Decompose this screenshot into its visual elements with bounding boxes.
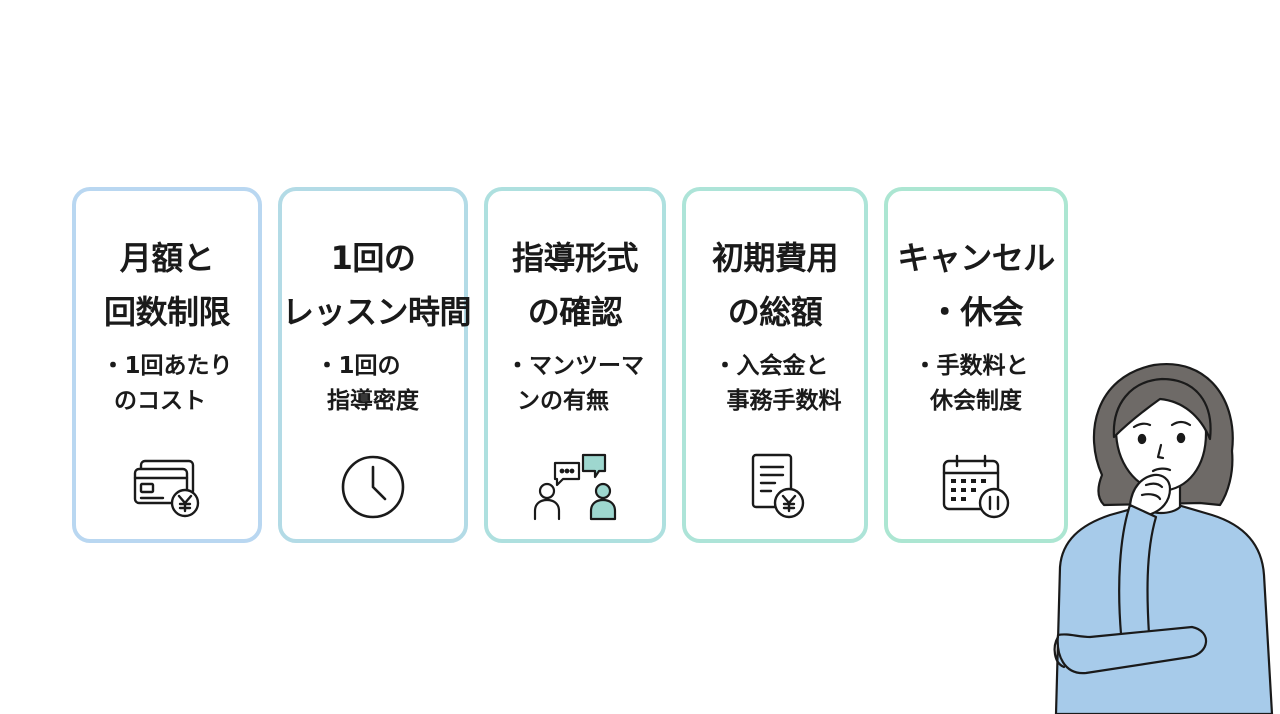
card-bullet: ・1回の 指導密度 — [315, 353, 419, 414]
card-bullet: ・マンツーマ ンの有無 — [506, 353, 644, 414]
credit-card-yen-icon — [131, 453, 203, 521]
card-title: 初期費用 の総額 — [711, 239, 839, 331]
calendar-pause-icon — [940, 453, 1012, 521]
clock-icon — [337, 453, 409, 521]
card-title: 指導形式 の確認 — [511, 239, 639, 331]
card-bullet: ・1回あたり のコスト — [101, 353, 233, 414]
card-title: 1回の レッスン時間 — [282, 239, 472, 331]
card-teaching-format: 指導形式 の確認 ・マンツーマ ンの有無 — [484, 187, 666, 543]
card-monthly-fee: 月額と 回数制限 ・1回あたり のコスト — [72, 187, 262, 543]
thinking-woman-illustration — [1050, 355, 1280, 714]
card-initial-cost: 初期費用 の総額 ・入会金と 事務手数料 — [682, 187, 868, 543]
people-chat-icon — [527, 453, 623, 521]
card-lesson-time: 1回の レッスン時間 ・1回の 指導密度 — [278, 187, 472, 543]
card-title: キャンセル ・休会 — [897, 239, 1055, 331]
card-bullet: ・手数料と 休会制度 — [913, 353, 1029, 414]
card-bullet: ・入会金と 事務手数料 — [713, 353, 842, 414]
invoice-yen-icon — [739, 453, 811, 521]
card-cancellation: キャンセル ・休会 ・手数料と 休会制度 — [884, 187, 1068, 543]
card-title: 月額と 回数制限 — [103, 239, 231, 331]
